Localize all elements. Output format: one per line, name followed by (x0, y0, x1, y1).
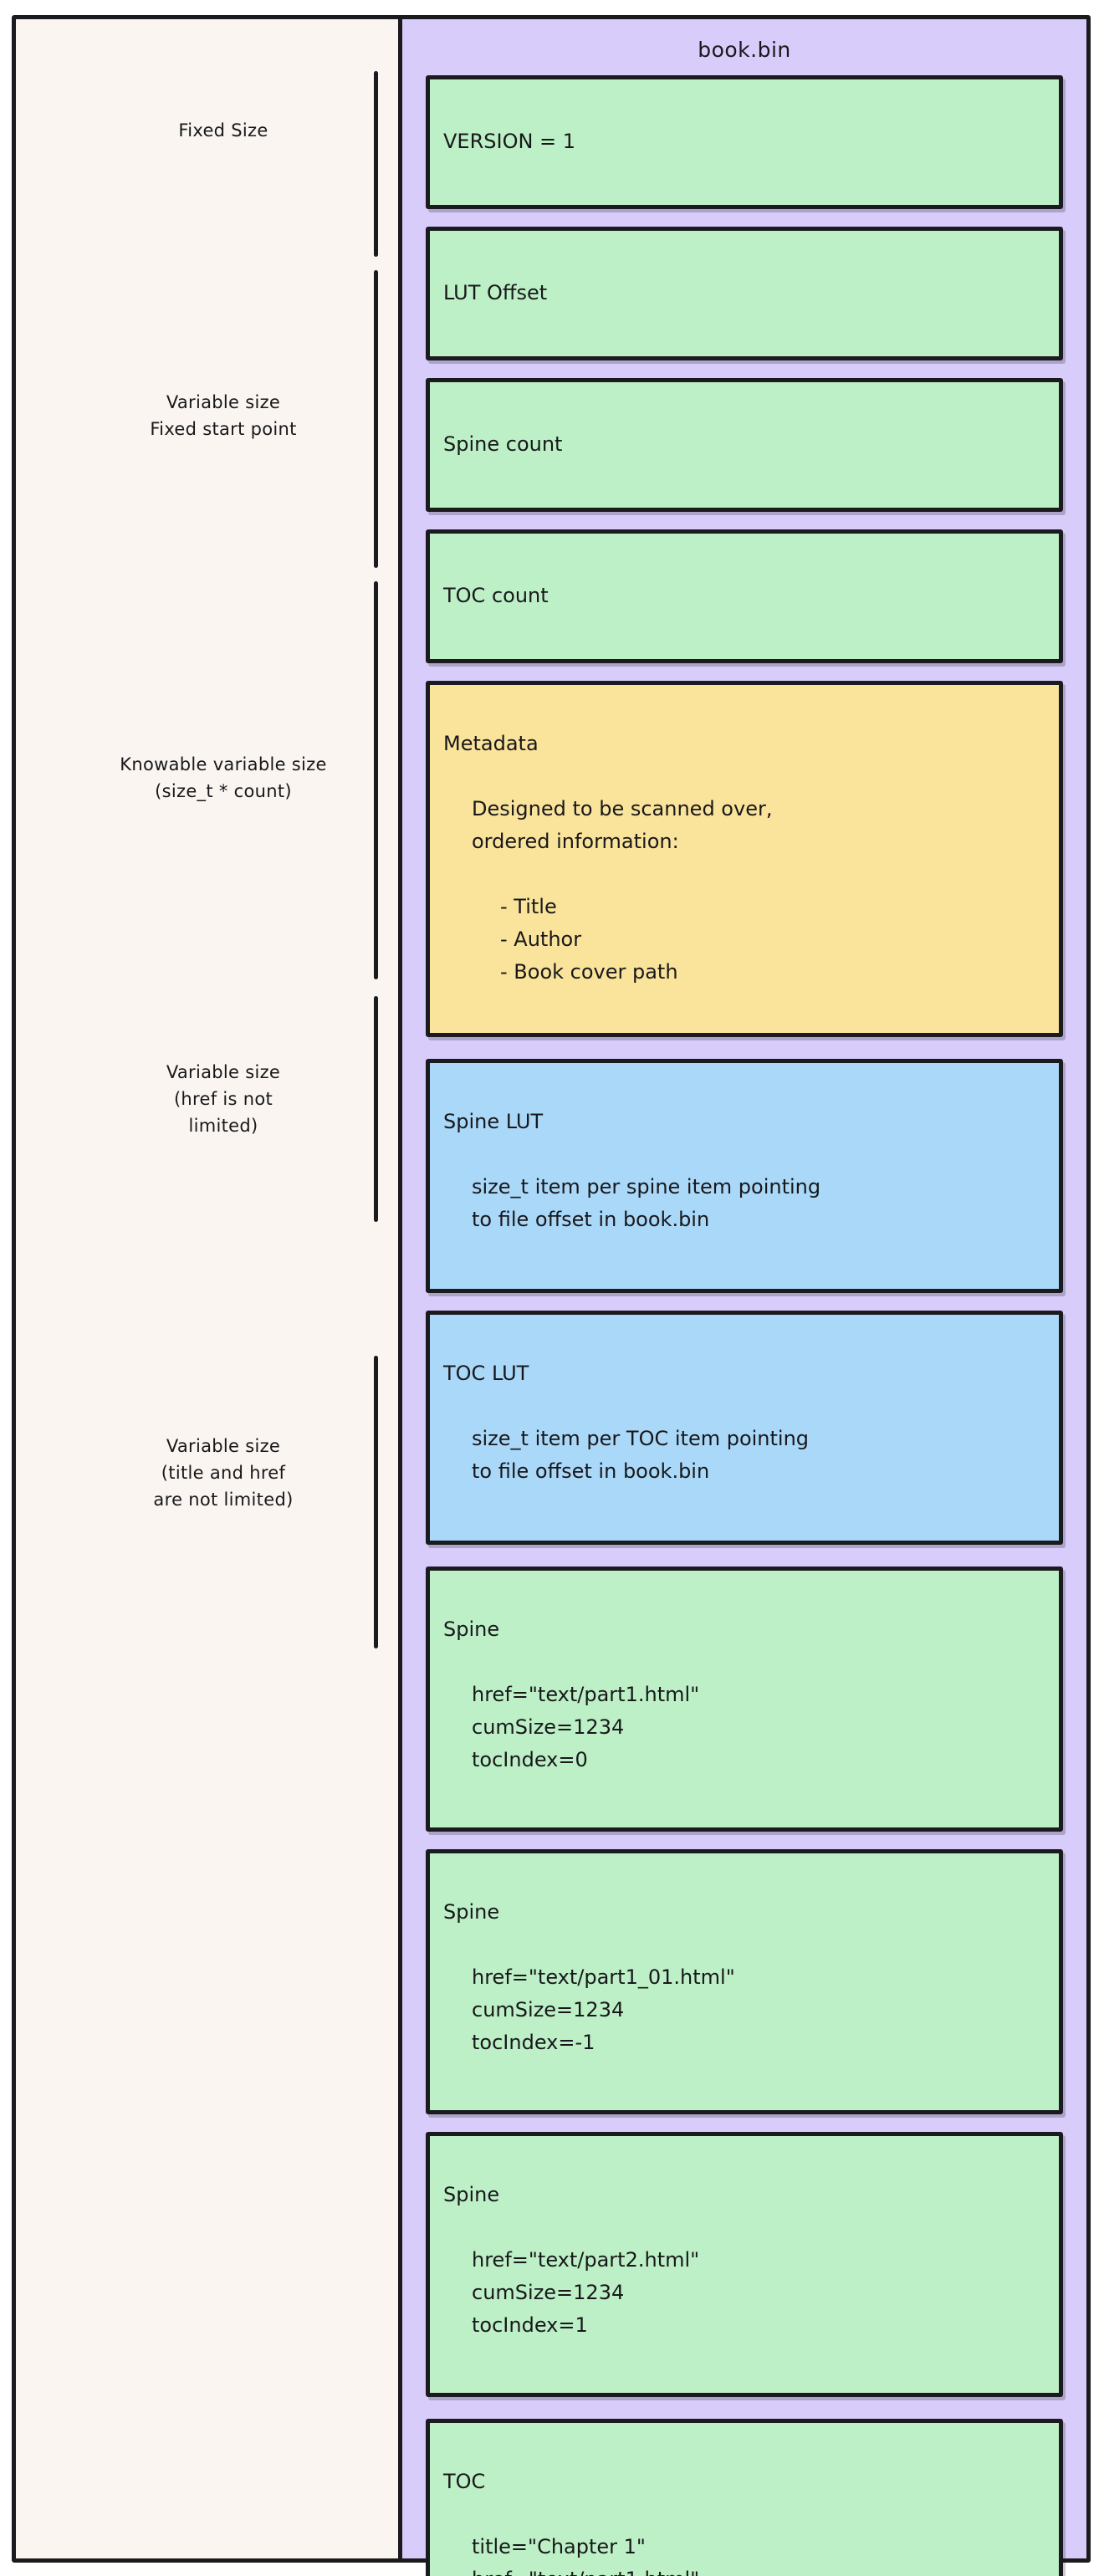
diagram-outer-frame: Fixed Size Variable size Fixed start poi… (12, 15, 1091, 2576)
spine-lut-description: size_t item per spine item pointing to f… (472, 1175, 821, 1231)
field-label-spine-count: Spine count (443, 432, 563, 456)
field-box-version[interactable]: VERSION = 1 (426, 75, 1063, 209)
group-brace-lut (374, 581, 378, 979)
group-label-fixed-size: Fixed Size (178, 120, 268, 141)
spine-item-1-title: Spine (443, 1618, 500, 1641)
group-label-toc: Variable size (title and href are not li… (153, 1436, 294, 1510)
field-box-toc-item-1[interactable]: TOC title="Chapter 1" href="text/part1.h… (426, 2419, 1063, 2576)
spine-item-1-fields: href="text/part1.html" cumSize=1234 tocI… (472, 1683, 700, 1771)
group-label-spine: Variable size (href is not limited) (166, 1062, 281, 1136)
spine-lut-title: Spine LUT (443, 1110, 544, 1133)
field-box-toc-count[interactable]: TOC count (426, 529, 1063, 663)
field-box-lut-offset[interactable]: LUT Offset (426, 227, 1063, 360)
annotation-column: Fixed Size Variable size Fixed start poi… (16, 19, 402, 2558)
spine-item-2-fields: href="text/part1_01.html" cumSize=1234 t… (472, 1965, 735, 2054)
field-box-spine-lut[interactable]: Spine LUT size_t item per spine item poi… (426, 1059, 1063, 1293)
field-box-spine-item-1[interactable]: Spine href="text/part1.html" cumSize=123… (426, 1567, 1063, 1832)
toc-item-1-title: TOC (443, 2470, 486, 2493)
field-box-toc-lut[interactable]: TOC LUT size_t item per TOC item pointin… (426, 1311, 1063, 1545)
field-label-version: VERSION = 1 (443, 130, 576, 153)
group-brace-fixed-size (374, 71, 378, 257)
metadata-title: Metadata (443, 732, 539, 755)
group-label-metadata: Variable size Fixed start point (150, 392, 297, 439)
toc-lut-description: size_t item per TOC item pointing to fil… (472, 1427, 810, 1483)
spine-item-2-title: Spine (443, 1900, 500, 1924)
spine-item-3-title: Spine (443, 2183, 500, 2206)
group-brace-toc (374, 1356, 378, 1648)
field-box-spine-item-3[interactable]: Spine href="text/part2.html" cumSize=123… (426, 2132, 1063, 2397)
field-box-metadata[interactable]: Metadata Designed to be scanned over, or… (426, 681, 1063, 1037)
field-box-spine-count[interactable]: Spine count (426, 378, 1063, 512)
field-label-toc-count: TOC count (443, 584, 549, 607)
group-brace-metadata (374, 270, 378, 568)
file-title: book.bin (698, 38, 791, 62)
file-layout-column: book.bin VERSION = 1 LUT Offset Spine co… (402, 19, 1086, 2576)
metadata-description: Designed to be scanned over, ordered inf… (472, 797, 773, 853)
spine-item-3-fields: href="text/part2.html" cumSize=1234 tocI… (472, 2248, 700, 2337)
group-brace-spine (374, 996, 378, 1222)
group-label-lut: Knowable variable size (size_t * count) (120, 754, 327, 801)
metadata-item-list: - Title - Author - Book cover path (500, 895, 678, 984)
toc-item-1-fields: title="Chapter 1" href="text/part1.html"… (472, 2535, 699, 2576)
field-box-spine-item-2[interactable]: Spine href="text/part1_01.html" cumSize=… (426, 1849, 1063, 2114)
toc-lut-title: TOC LUT (443, 1362, 529, 1385)
field-label-lut-offset: LUT Offset (443, 281, 548, 304)
